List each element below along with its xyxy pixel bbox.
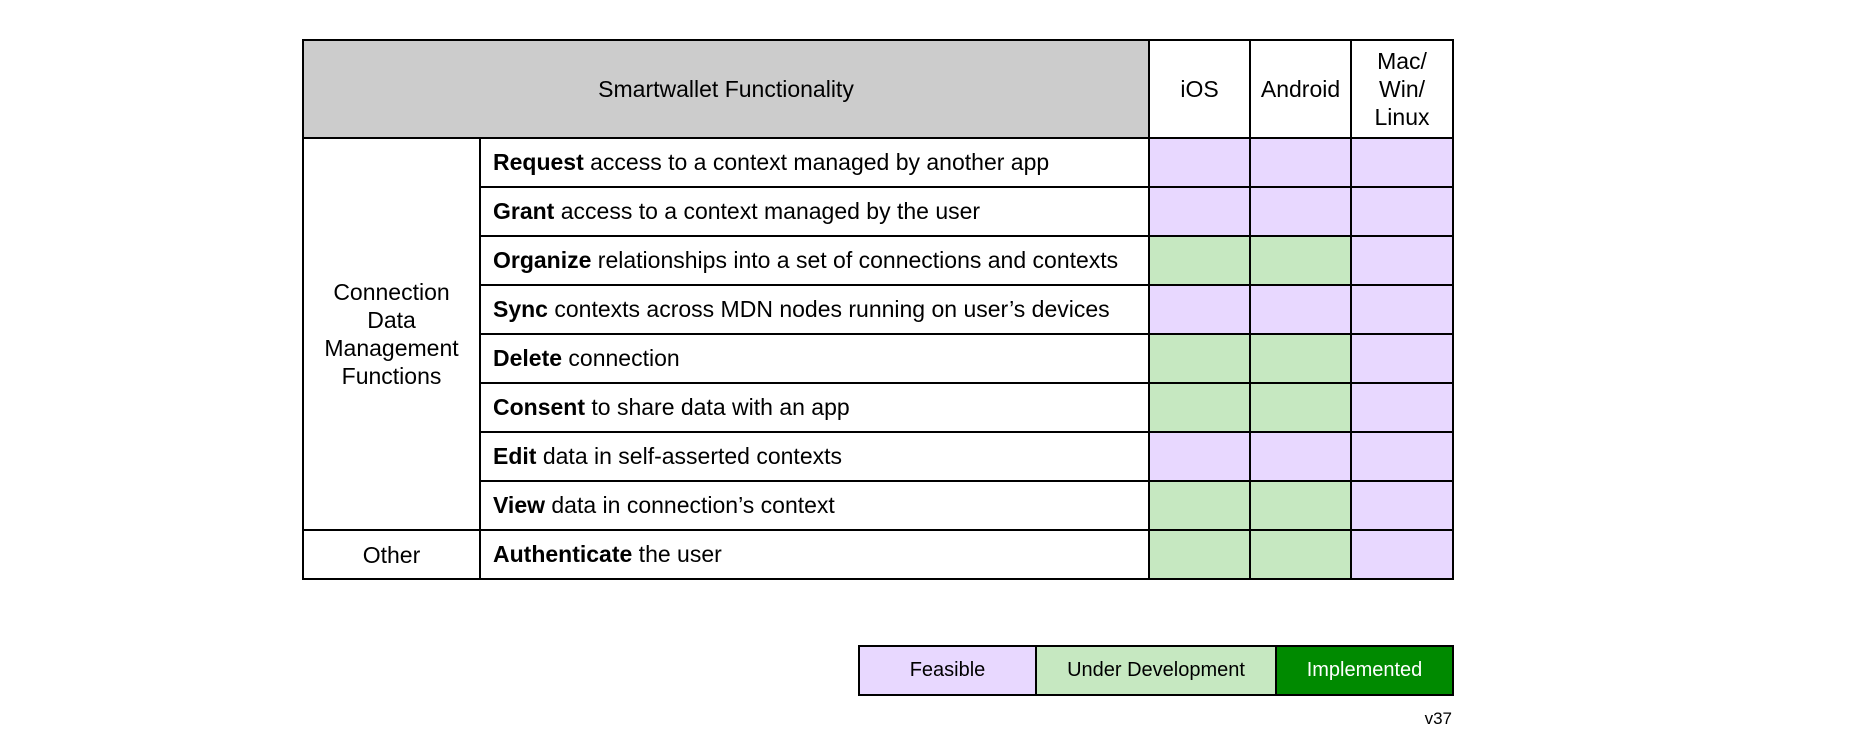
- function-verb: Edit: [493, 443, 537, 469]
- table-row: Organize relationships into a set of con…: [303, 235, 1454, 286]
- status-cell-ios: [1148, 333, 1251, 384]
- status-cell-ios: [1148, 382, 1251, 433]
- function-verb: Organize: [493, 247, 592, 273]
- legend-feasible: Feasible: [858, 645, 1037, 696]
- status-cell-desktop: [1350, 480, 1454, 531]
- functionality-matrix: Smartwallet Functionality iOS Android Ma…: [302, 39, 1454, 580]
- function-text: the user: [632, 541, 722, 567]
- function-description: Request access to a context managed by a…: [479, 137, 1150, 188]
- status-cell-desktop: [1350, 284, 1454, 335]
- status-cell-desktop: [1350, 235, 1454, 286]
- function-verb: Request: [493, 149, 584, 175]
- status-cell-ios: [1148, 137, 1251, 188]
- legend-implemented: Implemented: [1275, 645, 1454, 696]
- status-cell-desktop: [1350, 431, 1454, 482]
- status-cell-desktop: [1350, 137, 1454, 188]
- table-row: Delete connection: [303, 333, 1454, 384]
- status-cell-ios: [1148, 529, 1251, 580]
- function-description: Authenticate the user: [479, 529, 1150, 580]
- status-cell-android: [1249, 137, 1352, 188]
- status-cell-ios: [1148, 235, 1251, 286]
- function-description: Consent to share data with an app: [479, 382, 1150, 433]
- status-cell-desktop: [1350, 382, 1454, 433]
- status-cell-android: [1249, 235, 1352, 286]
- function-text: data in connection’s context: [545, 492, 835, 518]
- function-description: Organize relationships into a set of con…: [479, 235, 1150, 286]
- status-cell-desktop: [1350, 529, 1454, 580]
- status-cell-android: [1249, 431, 1352, 482]
- function-text: to share data with an app: [585, 394, 850, 420]
- platform-header-desktop: Mac/ Win/ Linux: [1350, 39, 1454, 139]
- function-description: Edit data in self-asserted contexts: [479, 431, 1150, 482]
- table-row: Consent to share data with an app: [303, 382, 1454, 433]
- status-cell-android: [1249, 186, 1352, 237]
- header-row: Smartwallet Functionality iOS Android Ma…: [302, 39, 1454, 139]
- function-verb: Delete: [493, 345, 563, 371]
- function-text: access to a context managed by the user: [554, 198, 981, 224]
- legend-under-development: Under Development: [1035, 645, 1277, 696]
- function-verb: Grant: [493, 198, 555, 224]
- status-cell-ios: [1148, 284, 1251, 335]
- platform-header-ios: iOS: [1148, 39, 1251, 139]
- status-cell-android: [1249, 284, 1352, 335]
- function-text: data in self-asserted contexts: [536, 443, 843, 469]
- table-row: View data in connection’s context: [303, 480, 1454, 531]
- function-text: connection: [562, 345, 680, 371]
- status-cell-ios: [1148, 186, 1251, 237]
- function-text: relationships into a set of connections …: [591, 247, 1119, 273]
- function-verb: Sync: [493, 296, 548, 322]
- function-description: Sync contexts across MDN nodes running o…: [479, 284, 1150, 335]
- function-description: Grant access to a context managed by the…: [479, 186, 1150, 237]
- table-row: Edit data in self-asserted contexts: [303, 431, 1454, 482]
- status-cell-ios: [1148, 480, 1251, 531]
- version-label: v37: [1424, 709, 1452, 728]
- function-verb: Consent: [493, 394, 585, 420]
- table-row: Grant access to a context managed by the…: [303, 186, 1454, 237]
- status-cell-android: [1249, 333, 1352, 384]
- status-cell-ios: [1148, 431, 1251, 482]
- status-cell-android: [1249, 480, 1352, 531]
- function-verb: Authenticate: [493, 541, 633, 567]
- function-verb: View: [493, 492, 545, 518]
- platform-header-android: Android: [1249, 39, 1352, 139]
- group-label: Connection Data Management Functions: [302, 137, 481, 531]
- table-title: Smartwallet Functionality: [302, 39, 1150, 139]
- status-cell-desktop: [1350, 186, 1454, 237]
- function-description: View data in connection’s context: [479, 480, 1150, 531]
- table-row: Sync contexts across MDN nodes running o…: [303, 284, 1454, 335]
- function-text: access to a context managed by another a…: [583, 149, 1050, 175]
- function-description: Delete connection: [479, 333, 1150, 384]
- group-label: Other: [302, 529, 481, 580]
- status-cell-android: [1249, 382, 1352, 433]
- function-text: contexts across MDN nodes running on use…: [547, 296, 1110, 322]
- status-cell-desktop: [1350, 333, 1454, 384]
- status-cell-android: [1249, 529, 1352, 580]
